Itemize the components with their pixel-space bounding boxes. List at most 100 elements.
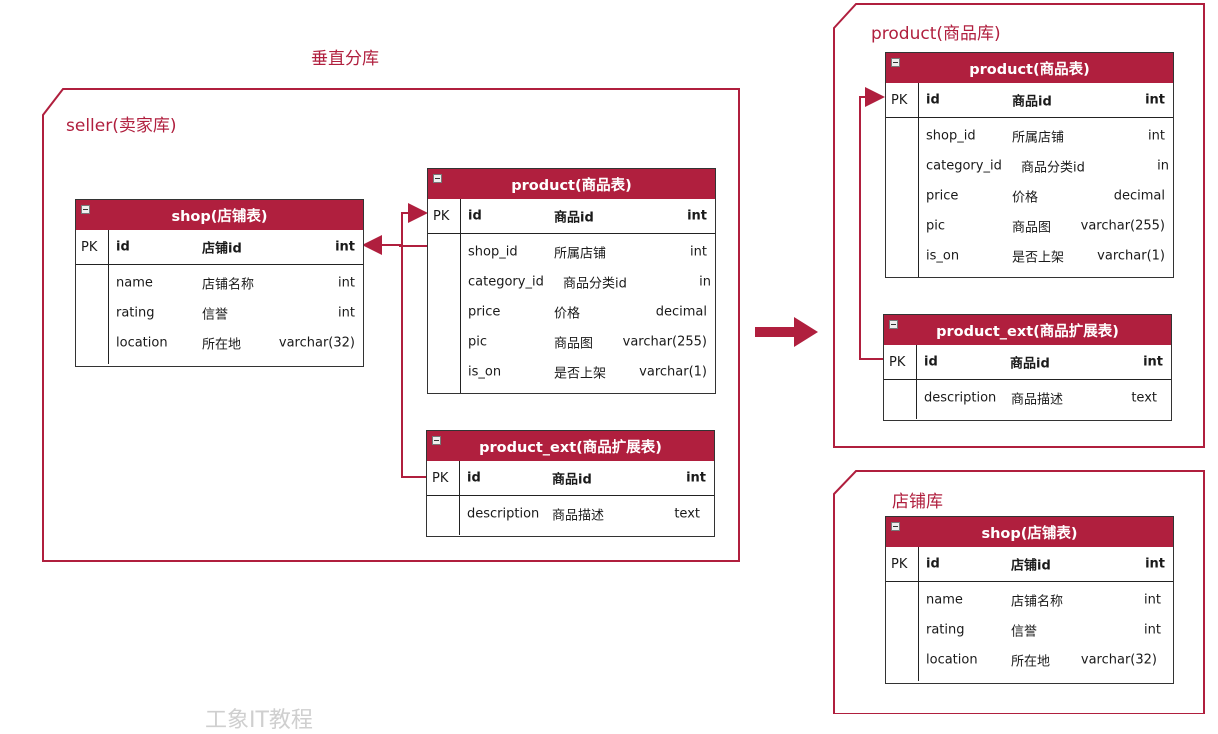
entity-header: product_ext(商品扩展表) bbox=[427, 431, 714, 461]
entity-right-product-ext[interactable]: product_ext(商品扩展表) PK id 商品id int descri… bbox=[883, 314, 1172, 421]
field-desc: 店铺名称 bbox=[202, 277, 255, 293]
field-type: int bbox=[1148, 128, 1165, 144]
field-name: name bbox=[116, 275, 153, 291]
field-type: int bbox=[1144, 592, 1161, 608]
minimize-icon[interactable] bbox=[433, 174, 442, 183]
pk-label: PK bbox=[886, 547, 919, 581]
entity-title: product_ext(商品扩展表) bbox=[936, 323, 1119, 340]
entity-title: product(商品表) bbox=[511, 177, 632, 194]
field-row: location 所在地 varchar(32) bbox=[109, 328, 363, 358]
field-name: price bbox=[926, 188, 959, 204]
migration-arrow bbox=[755, 317, 818, 347]
field-type: int bbox=[690, 244, 707, 260]
field-desc: 商品图 bbox=[554, 336, 594, 352]
pk-label: PK bbox=[886, 83, 919, 117]
pk-label: PK bbox=[428, 199, 461, 233]
pk-row: PK id 店铺id int bbox=[886, 547, 1173, 582]
field-name: shop_id bbox=[926, 128, 976, 144]
pk-row: PK id 商品id int bbox=[427, 461, 714, 496]
pk-field-type: int bbox=[687, 208, 707, 224]
pk-field-type: int bbox=[686, 470, 706, 486]
entity-right-product[interactable]: product(商品表) PK id 商品id int shop_id 所属店铺 i… bbox=[885, 52, 1174, 278]
field-desc: 价格 bbox=[1012, 190, 1039, 206]
field-desc: 商品描述 bbox=[1011, 392, 1064, 408]
field-name: is_on bbox=[468, 364, 502, 380]
pk-row: PK id 店铺id int bbox=[76, 230, 363, 265]
field-name: description bbox=[467, 506, 540, 522]
field-type: varchar(1) bbox=[1097, 248, 1165, 264]
field-row: shop_id 所属店铺 int bbox=[461, 237, 715, 267]
entity-header: product_ext(商品扩展表) bbox=[884, 315, 1171, 345]
pk-field-name: id bbox=[468, 208, 482, 224]
field-type: varchar(1) bbox=[639, 364, 707, 380]
field-desc: 所在地 bbox=[1011, 654, 1051, 670]
pk-field-type: int bbox=[335, 239, 355, 255]
field-desc: 价格 bbox=[554, 306, 581, 322]
minimize-icon[interactable] bbox=[889, 320, 898, 329]
field-row: price 价格 decimal bbox=[919, 181, 1173, 211]
field-row: description 商品描述 text bbox=[917, 383, 1171, 413]
entity-left-product-ext[interactable]: product_ext(商品扩展表) PK id 商品id int descri… bbox=[426, 430, 715, 537]
minimize-icon[interactable] bbox=[81, 205, 90, 214]
field-desc: 是否上架 bbox=[1012, 250, 1065, 266]
entity-title: product(商品表) bbox=[969, 61, 1090, 78]
field-name: name bbox=[926, 592, 963, 608]
field-desc: 所属店铺 bbox=[1012, 130, 1065, 146]
pk-field-desc: 商品id bbox=[552, 472, 592, 488]
key-column bbox=[886, 582, 919, 681]
pk-field-desc: 商品id bbox=[1012, 94, 1052, 110]
key-column bbox=[884, 380, 917, 419]
minimize-icon[interactable] bbox=[891, 58, 900, 67]
field-type: decimal bbox=[1113, 188, 1165, 204]
field-row: is_on 是否上架 varchar(1) bbox=[461, 357, 715, 387]
entity-header: product(商品表) bbox=[886, 53, 1173, 83]
pk-label: PK bbox=[427, 461, 460, 495]
field-type: varchar(255) bbox=[1080, 218, 1165, 234]
key-column bbox=[427, 496, 460, 535]
field-name: location bbox=[926, 652, 978, 668]
pk-field-desc: 店铺id bbox=[202, 241, 242, 257]
field-desc: 信誉 bbox=[202, 307, 229, 323]
field-type: int bbox=[338, 305, 355, 321]
pk-field-name: id bbox=[926, 556, 940, 572]
field-name: category_id bbox=[468, 274, 544, 290]
pk-field-name: id bbox=[116, 239, 130, 255]
field-name: shop_id bbox=[468, 244, 518, 260]
pk-field-name: id bbox=[924, 354, 938, 370]
field-desc: 所属店铺 bbox=[554, 246, 607, 262]
pk-label: PK bbox=[76, 230, 109, 264]
field-row: shop_id 所属店铺 int bbox=[919, 121, 1173, 151]
minimize-icon[interactable] bbox=[891, 522, 900, 531]
field-type: text bbox=[1131, 390, 1157, 406]
pk-row: PK id 商品id int bbox=[884, 345, 1171, 380]
field-desc: 所在地 bbox=[202, 337, 242, 353]
diagram-title: 垂直分库 bbox=[311, 49, 379, 69]
entity-title: product_ext(商品扩展表) bbox=[479, 439, 662, 456]
pk-field-name: id bbox=[926, 92, 940, 108]
field-type: decimal bbox=[655, 304, 707, 320]
field-name: price bbox=[468, 304, 501, 320]
field-desc: 是否上架 bbox=[554, 366, 607, 382]
field-desc: 店铺名称 bbox=[1011, 594, 1064, 610]
product-package-label: product(商品库) bbox=[871, 24, 1001, 44]
field-type: in bbox=[699, 274, 711, 290]
field-name: category_id bbox=[926, 158, 1002, 174]
minimize-icon[interactable] bbox=[432, 436, 441, 445]
field-row: name 店铺名称 int bbox=[919, 585, 1173, 615]
field-name: description bbox=[924, 390, 997, 406]
pk-field-type: int bbox=[1143, 354, 1163, 370]
pk-field-name: id bbox=[467, 470, 481, 486]
field-type: int bbox=[1144, 622, 1161, 638]
field-type: varchar(32) bbox=[278, 335, 355, 351]
field-name: location bbox=[116, 335, 168, 351]
field-name: pic bbox=[468, 334, 488, 350]
